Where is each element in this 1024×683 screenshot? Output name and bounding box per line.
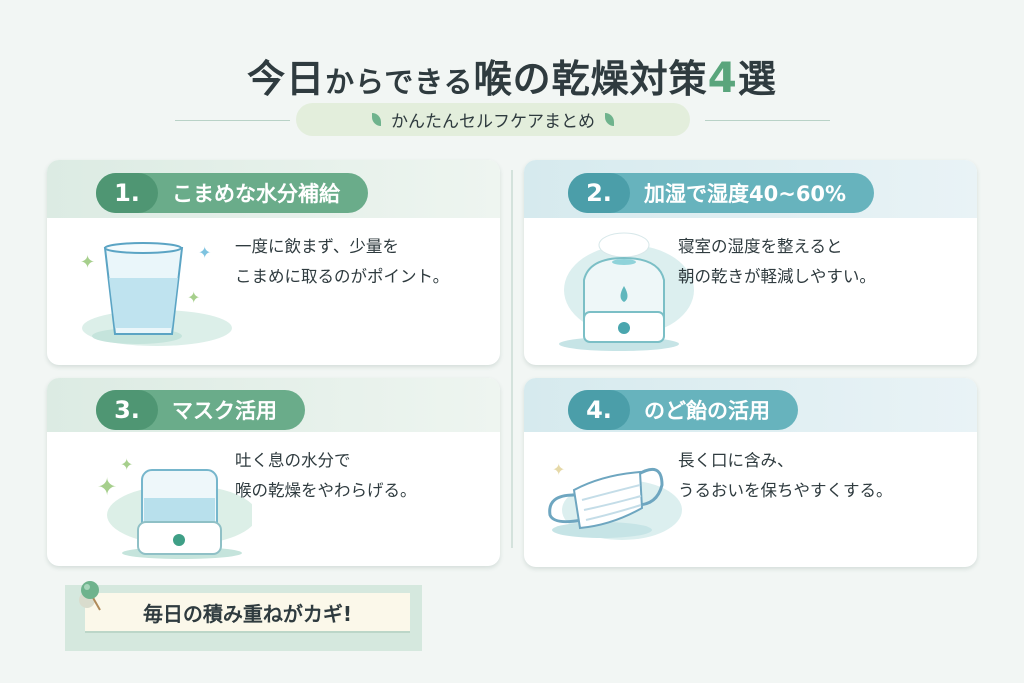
card-description: 一度に飲まず、少量をこまめに取るのがポイント。: [235, 232, 449, 292]
svg-text:✦: ✦: [120, 455, 133, 474]
title-number: 4: [707, 53, 738, 102]
subtitle-text: かんたんセルフケアまとめ: [391, 112, 595, 132]
title-text: 喉の乾燥対策: [473, 57, 708, 101]
divider-line: [175, 120, 290, 121]
card-heading-pill: 2. 加湿で湿度40~60%: [568, 173, 875, 213]
tip-card-2: 2. 加湿で湿度40~60% 寝室の湿度を整えると朝の乾きが軽減しやすい。: [524, 160, 977, 365]
card-header: 1. こまめな水分補給: [47, 160, 500, 218]
description-line: うるおいを保ちやすくする。: [678, 481, 893, 500]
title-text: 今日: [247, 57, 326, 101]
water-glass-icon: ✦ ✦ ✦: [80, 242, 232, 346]
card-description: 長く口に含み、うるおいを保ちやすくする。: [678, 446, 893, 506]
card-number: 3.: [96, 390, 158, 430]
title-text: からできる: [325, 65, 474, 99]
description-line: 寝室の湿度を整えると: [678, 237, 843, 256]
card-description: 寝室の湿度を整えると朝の乾きが軽減しやすい。: [678, 232, 876, 292]
card-heading: マスク活用: [172, 399, 277, 423]
card-number: 1.: [96, 173, 158, 213]
card-number: 2.: [568, 173, 630, 213]
humidifier-icon: [559, 232, 694, 351]
leaf-icon: [605, 113, 614, 126]
card-header: 3. マスク活用: [47, 378, 500, 432]
card-heading-pill: 3. マスク活用: [96, 390, 305, 430]
card-heading-pill: 4. のど飴の活用: [568, 390, 798, 430]
humidifier-container-icon: ✦ ✦: [97, 455, 252, 559]
pin-icon: [79, 581, 101, 611]
card-heading: こまめな水分補給: [172, 182, 340, 206]
leaf-icon: [372, 113, 381, 126]
description-line: 朝の乾きが軽減しやすい。: [678, 267, 876, 286]
tip-card-4: 4. のど飴の活用 ✦ 長く口に含み、うるおいを保ちやすくする。: [524, 378, 977, 567]
title-text: 選: [737, 57, 777, 101]
card-header: 2. 加湿で湿度40~60%: [524, 160, 977, 218]
description-line: 吐く息の水分で: [235, 451, 351, 470]
svg-text:✦: ✦: [552, 460, 565, 479]
page-title: 今日からできる喉の乾燥対策4選: [0, 48, 1024, 103]
card-description: 吐く息の水分で喉の乾燥をやわらげる。: [235, 446, 417, 506]
face-mask-icon: ✦: [548, 460, 682, 540]
card-header: 4. のど飴の活用: [524, 378, 977, 432]
card-heading: 加湿で湿度40~60%: [644, 182, 847, 206]
description-line: 長く口に含み、: [678, 451, 794, 470]
column-divider: [511, 170, 513, 548]
description-line: 喉の乾燥をやわらげる。: [235, 481, 417, 500]
footer-note: 毎日の積み重ねがカギ!: [65, 585, 422, 651]
card-number: 4.: [568, 390, 630, 430]
card-heading: のど飴の活用: [644, 399, 770, 423]
subtitle-pill: かんたんセルフケアまとめ: [296, 103, 690, 136]
svg-text:✦: ✦: [198, 243, 211, 262]
svg-text:✦: ✦: [187, 288, 200, 307]
svg-text:✦: ✦: [97, 473, 117, 501]
card-heading-pill: 1. こまめな水分補給: [96, 173, 368, 213]
tip-card-3: 3. マスク活用 ✦ ✦ 吐く息の水分で喉の乾燥をやわらげる。: [47, 378, 500, 566]
svg-text:✦: ✦: [80, 252, 95, 273]
tip-card-1: 1. こまめな水分補給 ✦ ✦ ✦ 一度に飲まず、少量をこまめに取るのがポイント。: [47, 160, 500, 365]
footer-note-text: 毎日の積み重ねがカギ!: [142, 601, 353, 626]
divider-line: [705, 120, 830, 121]
description-line: こまめに取るのがポイント。: [235, 267, 450, 286]
description-line: 一度に飲まず、少量を: [235, 237, 399, 256]
